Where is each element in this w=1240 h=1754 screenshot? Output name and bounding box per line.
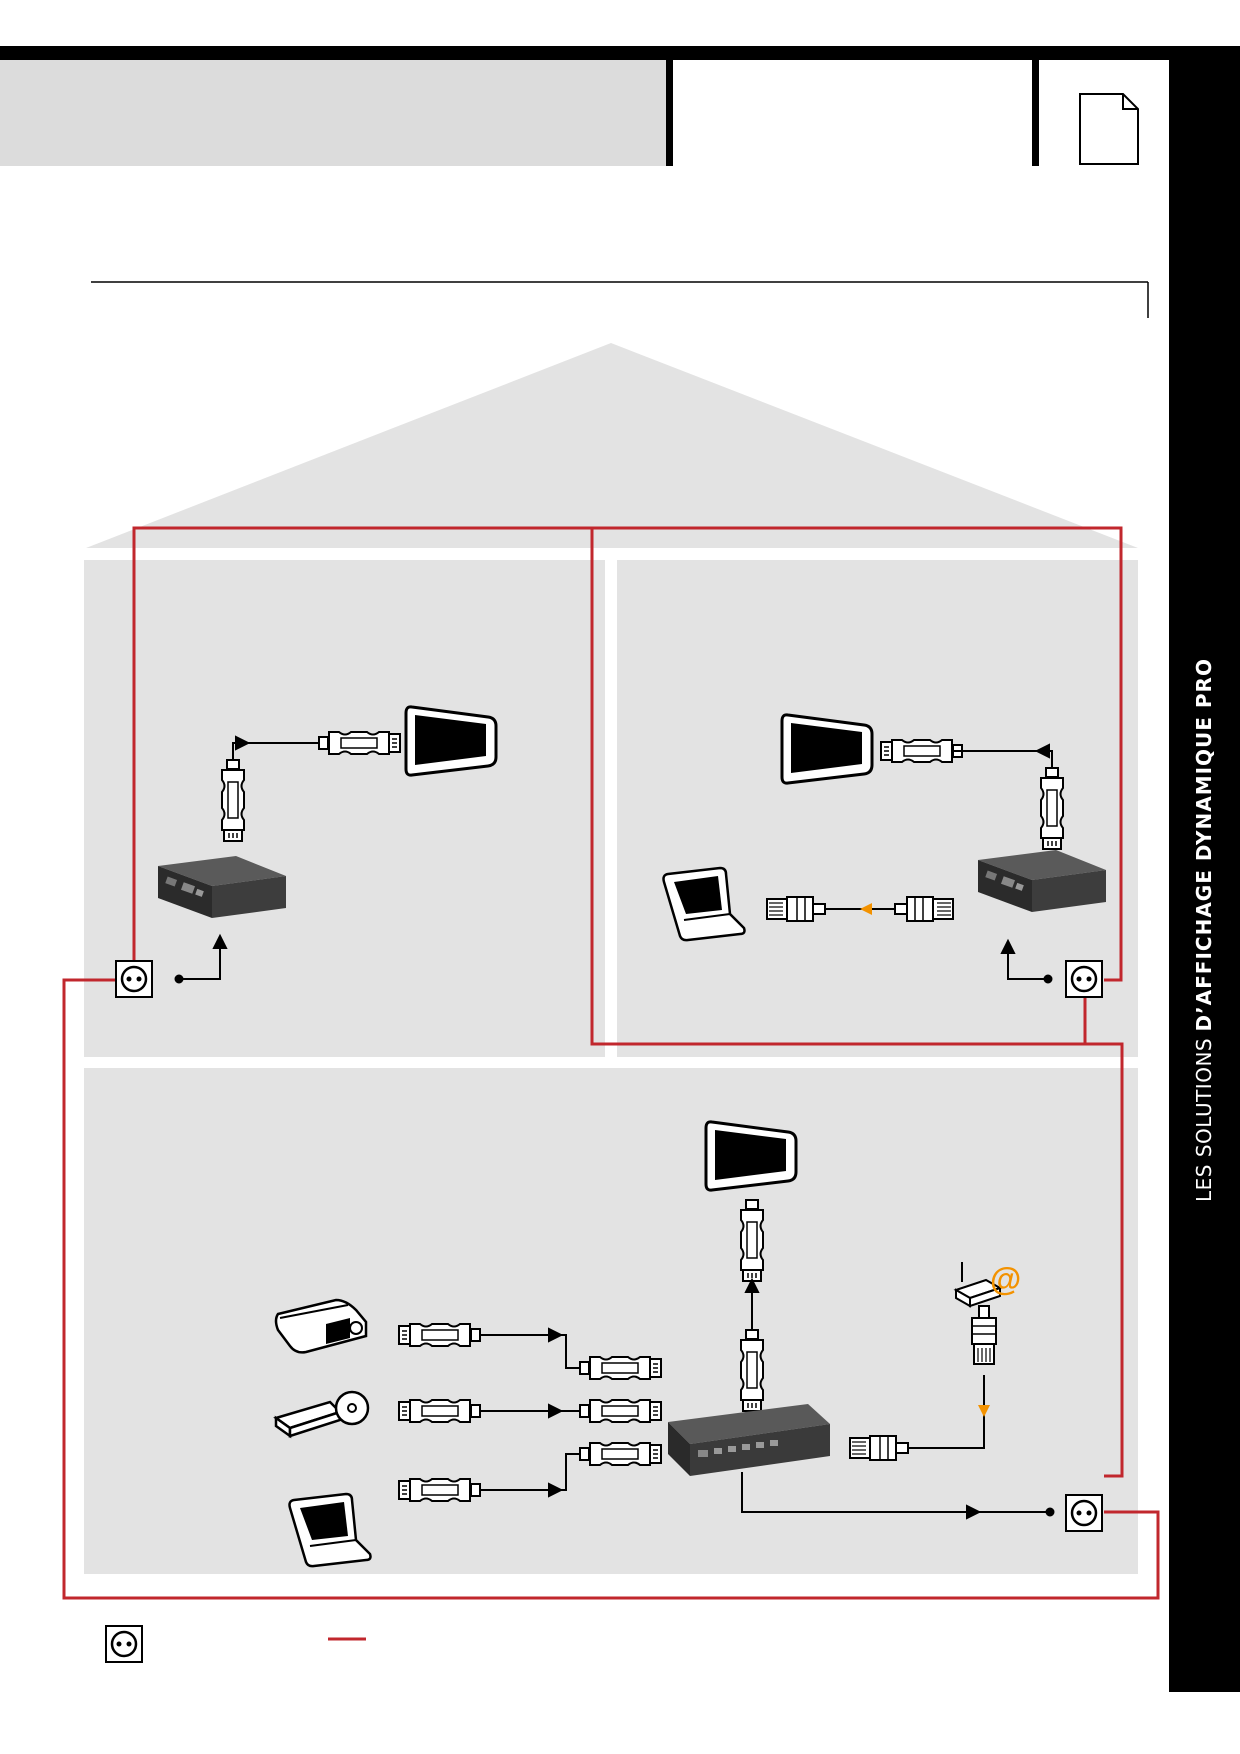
header-top-bar	[0, 46, 1240, 60]
room-bottom	[84, 1068, 1138, 1574]
hdmi-plug-icon	[579, 1356, 662, 1380]
hdmi-cable	[744, 1277, 760, 1329]
display-screen-icon	[404, 705, 498, 777]
power-outlet-icon	[1064, 1493, 1104, 1533]
hdmi-plug-icon	[740, 1199, 764, 1282]
power-line-network	[62, 526, 1160, 1600]
dvd-player-icon	[273, 1390, 370, 1439]
power-outlet-icon	[1064, 959, 1104, 999]
projector-icon	[274, 1298, 368, 1354]
sidebar-band	[1169, 60, 1240, 1692]
hdmi-plug-icon	[579, 1399, 662, 1423]
header-title-area	[0, 60, 666, 166]
hdmi-plug-icon	[398, 1323, 481, 1347]
header-divider	[1032, 60, 1039, 166]
hdmi-plug-icon	[880, 739, 963, 763]
hdmi-plug-icon	[740, 1329, 764, 1412]
display-screen-icon	[780, 713, 874, 785]
house-roof	[86, 343, 1138, 548]
document-page-icon	[1079, 93, 1139, 165]
internet-router-icon: @	[953, 1261, 1021, 1308]
hdmi-plug-icon	[221, 759, 245, 842]
hdmi-plug-icon	[398, 1478, 481, 1502]
hdmi-plug-icon	[1040, 767, 1064, 850]
hdmi-plug-icon	[318, 731, 401, 755]
network-cable	[821, 903, 898, 915]
power-cable	[1000, 938, 1053, 984]
legend-outlet	[104, 1624, 144, 1664]
header-divider	[666, 60, 673, 166]
power-cable	[174, 933, 228, 984]
power-outlet-icon	[114, 959, 154, 999]
hdmi-plug-icon	[579, 1442, 662, 1466]
display-screen-icon	[704, 1120, 798, 1192]
section-rule	[91, 281, 1149, 318]
power-cable	[741, 1472, 1055, 1520]
room-top-left	[84, 560, 605, 1057]
internet-at-symbol: @	[990, 1261, 1021, 1297]
hdmi-plug-icon	[398, 1399, 481, 1423]
network-cable	[903, 1375, 990, 1449]
